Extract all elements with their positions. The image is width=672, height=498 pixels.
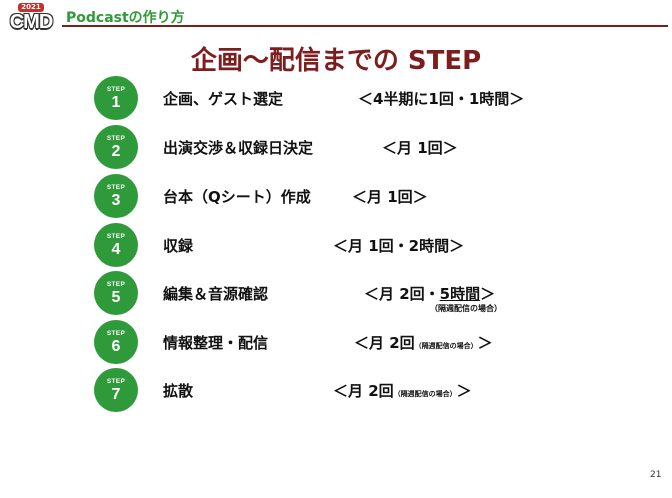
step-row-1: STEP 1 企画、ゲスト選定 ＜4半期に1回・1時間＞ (0, 76, 672, 120)
step-row-5: STEP 5 編集＆音源確認 ＜月 2回・5時間＞ (0, 271, 672, 315)
step-badge-number: 6 (111, 338, 121, 355)
step-frequency: ＜月 1回・2時間＞ (333, 237, 465, 255)
step-badge-label: STEP (106, 135, 126, 142)
freq-small-note: （隔週配信の場合） (414, 342, 478, 350)
step-frequency: ＜4半期に1回・1時間＞ (358, 90, 525, 108)
freq-hours-underlined: 5時間 (439, 285, 481, 303)
step-task: 収録 (163, 237, 194, 255)
step-badge-3: STEP 3 (94, 174, 138, 218)
step-badge-label: STEP (106, 281, 126, 288)
logo-word: CMD (9, 11, 54, 33)
header-title: Podcastの作り方 (66, 10, 185, 26)
cmd-logo: 2021 CMD (4, 3, 58, 33)
step-task: 出演交渉＆収録日決定 (163, 139, 314, 157)
step-badge-2: STEP 2 (94, 125, 138, 169)
step-task: 情報整理・配信 (163, 334, 269, 352)
step-frequency: ＜月 2回・5時間＞ (364, 283, 495, 304)
freq-part: ＜月 2回・ (364, 285, 440, 303)
freq-part: ＜月 2回 (333, 382, 394, 400)
slide-title: 企画〜配信までの STEP (190, 46, 482, 76)
header-bar: 2021 CMD Podcastの作り方 (0, 0, 672, 34)
freq-close: ＞ (456, 382, 472, 400)
step-badge-label: STEP (106, 378, 126, 385)
step-frequency: ＜月 1回＞ (352, 188, 428, 206)
step-badge-1: STEP 1 (94, 76, 138, 120)
step-task: 拡散 (163, 382, 194, 400)
freq-small-note: （隔週配信の場合） (393, 390, 457, 398)
step-badge-number: 2 (111, 143, 121, 160)
step-row-6: STEP 6 情報整理・配信 ＜月 2回（隔週配信の場合）＞ (0, 320, 672, 364)
step-badge-label: STEP (106, 233, 126, 240)
freq-part: ＜月 2回 (354, 334, 415, 352)
step-task: 台本（Qシート）作成 (163, 188, 311, 206)
step-row-3: STEP 3 台本（Qシート）作成 ＜月 1回＞ (0, 174, 672, 218)
step-badge-7: STEP 7 (94, 368, 138, 412)
step-badge-label: STEP (106, 184, 126, 191)
header-divider (62, 25, 668, 27)
step-badge-label: STEP (106, 86, 126, 93)
step-frequency: ＜月 2回（隔週配信の場合）＞ (333, 380, 472, 401)
step-task: 編集＆音源確認 (163, 285, 269, 303)
step-row-7: STEP 7 拡散 ＜月 2回（隔週配信の場合）＞ (0, 368, 672, 412)
step-badge-number: 5 (111, 289, 121, 306)
step-5-note: （隔週配信の場合） (430, 304, 502, 313)
step-row-2: STEP 2 出演交渉＆収録日決定 ＜月 1回＞ (0, 125, 672, 169)
page-number: 21 (650, 470, 662, 480)
step-badge-5: STEP 5 (94, 271, 138, 315)
step-badge-number: 4 (111, 241, 121, 258)
freq-close: ＞ (480, 285, 496, 303)
step-badge-number: 3 (111, 192, 121, 209)
step-badge-4: STEP 4 (94, 223, 138, 267)
step-frequency: ＜月 2回（隔週配信の場合）＞ (354, 332, 493, 353)
step-task: 企画、ゲスト選定 (163, 90, 284, 108)
step-badge-label: STEP (106, 330, 126, 337)
step-badge-number: 7 (111, 386, 121, 403)
step-frequency: ＜月 1回＞ (382, 139, 458, 157)
step-badge-6: STEP 6 (94, 320, 138, 364)
logo-year: 2021 (18, 3, 44, 12)
step-row-4: STEP 4 収録 ＜月 1回・2時間＞ (0, 223, 672, 267)
step-badge-number: 1 (111, 94, 121, 111)
freq-close: ＞ (477, 334, 493, 352)
